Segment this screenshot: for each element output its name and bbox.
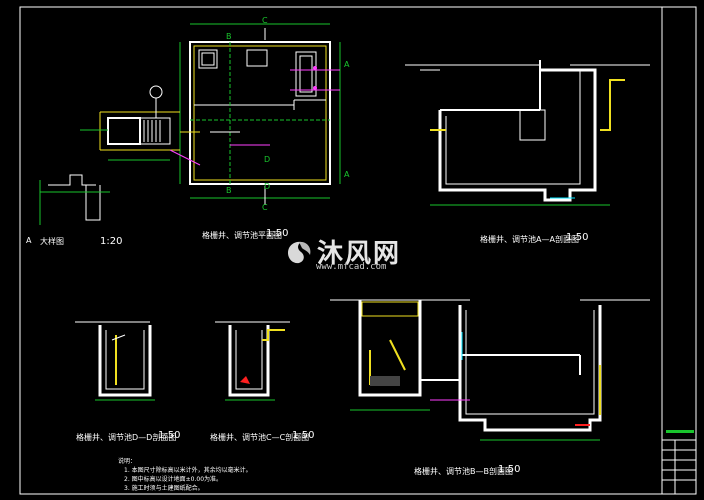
plan-view: [179, 23, 341, 205]
watermark-brand: 沐风网: [317, 239, 402, 269]
section-marker-b: B: [226, 32, 232, 41]
section-dd: [75, 321, 155, 401]
section-bb-title: 格栅井、调节池B—B剖面图: [414, 467, 513, 476]
section-cc-title: 格栅井、调节池C—C剖面图: [210, 433, 310, 442]
watermark-logo: 沐风网: [285, 233, 401, 270]
section-marker-c: C: [262, 203, 268, 212]
section-aa-scale: 1:50: [566, 232, 589, 243]
mfcad-logo-icon: [288, 241, 311, 263]
section-aa: [405, 60, 650, 206]
section-marker-a: A: [344, 170, 350, 179]
section-cc: [215, 321, 290, 401]
detail-scale: 1:20: [100, 236, 123, 247]
title-block-accent: [666, 430, 694, 433]
note-line: 1. 本图尺寸除标高以米计外，其余均以毫米计。: [124, 467, 252, 474]
plan-title: 格栅井、调节池平面图: [202, 231, 282, 240]
section-marker-d: D: [264, 182, 271, 191]
section-marker-b: B: [226, 186, 232, 195]
detail-title: 大样图: [40, 237, 64, 246]
drawing-frame: [19, 6, 697, 495]
note-line: 2. 图中标高以设计地面±0.00为准。: [124, 476, 223, 483]
title-block: [662, 439, 696, 494]
note-line: 3. 施工时须与土建图纸配合。: [124, 485, 204, 492]
section-dd-scale: 1:50: [158, 430, 181, 441]
section-marker-d: D: [264, 155, 271, 164]
grating-detail: [80, 85, 201, 166]
section-aa-title: 格栅井、调节池A—A剖面图: [480, 235, 579, 244]
detail-marker: A: [26, 236, 32, 245]
section-marker-c: C: [262, 16, 268, 25]
section-bb: [330, 299, 650, 441]
section-dd-title: 格栅井、调节池D—D剖面图: [76, 433, 177, 442]
section-bb-scale: 1:50: [498, 464, 521, 475]
section-marker-a: A: [344, 60, 350, 69]
section-cc-scale: 1:50: [292, 430, 315, 441]
small-section: [39, 174, 110, 225]
notes-heading: 说明：: [118, 458, 137, 465]
watermark-url: www.mfcad.com: [316, 262, 387, 272]
plan-scale: 1:50: [266, 228, 289, 239]
